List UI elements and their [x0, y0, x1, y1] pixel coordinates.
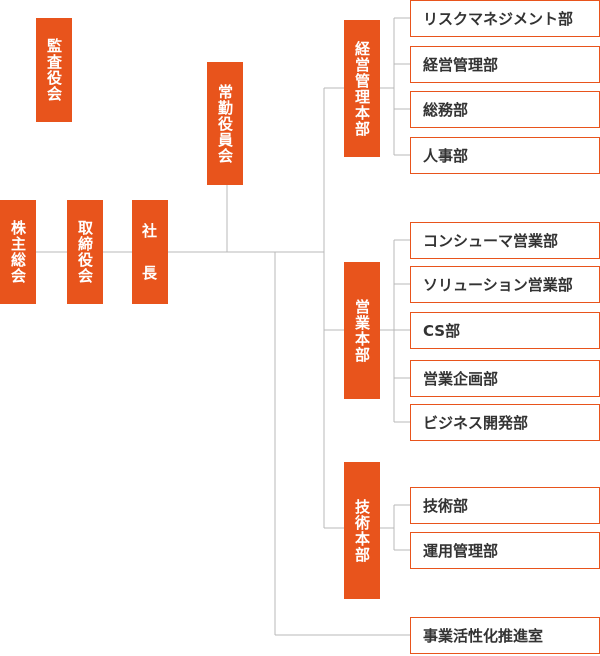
dept-consumer-sales: コンシューマ営業部: [410, 222, 600, 259]
division-sales-box: 営業本部: [344, 262, 380, 399]
president-label-1: 社: [141, 222, 158, 240]
dept-management: 経営管理部: [410, 46, 600, 83]
executive-committee-box: 常勤役員会: [207, 62, 243, 185]
division-management-box: 経営管理本部: [344, 20, 380, 157]
dept-operations-management: 運用管理部: [410, 532, 600, 569]
dept-sales-planning: 営業企画部: [410, 360, 600, 397]
dept-risk-management: リスクマネジメント部: [410, 0, 600, 37]
dept-cs: CS部: [410, 312, 600, 349]
dept-general-affairs: 総務部: [410, 91, 600, 128]
shareholders-box: 株主総会: [0, 200, 36, 304]
auditor-box: 監査役会: [36, 18, 72, 122]
board-box: 取締役会: [67, 200, 103, 304]
dept-business-development: ビジネス開発部: [410, 404, 600, 441]
president-box: 社 長: [132, 200, 168, 304]
division-technology-box: 技術本部: [344, 462, 380, 599]
president-label-2: 長: [141, 264, 158, 282]
business-revitalization-office: 事業活性化推進室: [410, 617, 600, 654]
dept-solution-sales: ソリューション営業部: [410, 266, 600, 303]
dept-engineering: 技術部: [410, 487, 600, 524]
dept-human-resources: 人事部: [410, 137, 600, 174]
